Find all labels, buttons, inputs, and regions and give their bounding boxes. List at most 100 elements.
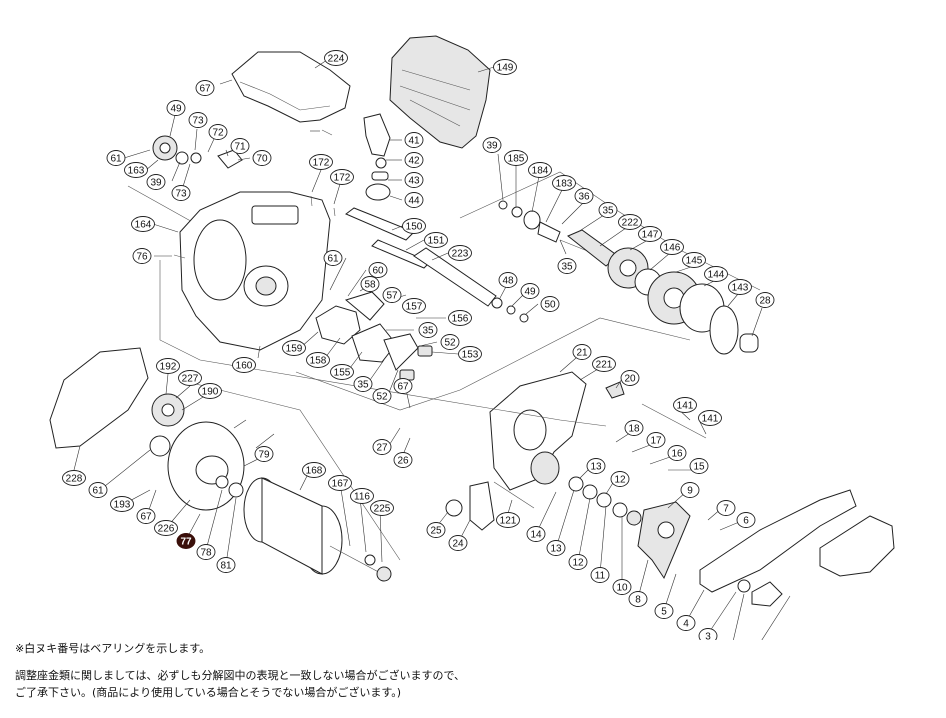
part-label-bubble <box>682 252 706 268</box>
part-label-bubble <box>323 250 343 266</box>
part-number: 13 <box>590 462 602 473</box>
part-label-9: 9 <box>680 482 700 498</box>
part-label-bubble <box>368 262 388 278</box>
part-number: 43 <box>408 176 420 187</box>
part-number: 39 <box>150 178 162 189</box>
part-label-36: 36 <box>574 188 594 204</box>
part-label-185: 185 <box>504 150 528 166</box>
part-label-48: 48 <box>498 272 518 288</box>
part-label-167: 167 <box>328 475 352 491</box>
part-label-121: 121 <box>496 512 520 528</box>
part-number: 225 <box>374 504 391 515</box>
part-number: 221 <box>596 360 613 371</box>
part-label-116: 116 <box>350 488 374 504</box>
part-label-222: 222 <box>618 214 642 230</box>
part-label-bubble <box>676 615 696 631</box>
part-label-bubble <box>131 216 155 232</box>
part-number: 141 <box>702 414 719 425</box>
part-number: 149 <box>497 63 514 74</box>
part-label-bubble <box>230 138 250 154</box>
part-label-bubble <box>448 245 472 261</box>
part-label-39: 39 <box>146 174 166 190</box>
part-number: 67 <box>199 84 211 95</box>
part-label-226: 226 <box>154 520 178 536</box>
part-number: 145 <box>686 256 703 267</box>
part-label-bubble <box>350 488 374 504</box>
part-number: 185 <box>508 154 525 165</box>
part-label-3: 3 <box>698 628 718 641</box>
part-label-4: 4 <box>676 615 696 631</box>
part-label-58: 58 <box>360 276 380 292</box>
part-label-bubble <box>755 292 775 308</box>
part-label-190: 190 <box>198 383 222 399</box>
part-number: 58 <box>364 280 376 291</box>
part-label-61: 61 <box>88 482 108 498</box>
part-number: 35 <box>561 262 573 273</box>
part-label-bubble <box>590 567 610 583</box>
part-number: 144 <box>708 270 725 281</box>
shim-note-line-1: 調整座金類に関しましては、必ずしも分解図中の表現と一致しない場合がございますので… <box>15 669 466 682</box>
part-label-bubble <box>393 452 413 468</box>
part-label-bubble <box>254 446 274 462</box>
part-label-144: 144 <box>704 266 728 282</box>
part-label-bubble <box>324 50 348 66</box>
part-label-77: 77 <box>176 533 196 549</box>
part-label-223: 223 <box>448 245 472 261</box>
part-label-12: 12 <box>610 471 630 487</box>
part-label-bubble <box>146 174 166 190</box>
part-label-49: 49 <box>166 100 186 116</box>
part-label-bubble <box>568 554 588 570</box>
part-number: 61 <box>110 154 122 165</box>
part-label-52: 52 <box>372 388 392 404</box>
part-label-10: 10 <box>612 579 632 595</box>
part-label-bubble <box>704 266 728 282</box>
part-number: 6 <box>743 516 749 527</box>
part-label-156: 156 <box>448 310 472 326</box>
part-label-bubble <box>404 152 424 168</box>
part-number: 77 <box>180 537 192 548</box>
part-label-bubble <box>166 100 186 116</box>
part-label-bubble <box>680 482 700 498</box>
part-label-159: 159 <box>282 340 306 356</box>
part-label-168: 168 <box>302 462 326 478</box>
part-label-76: 76 <box>132 248 152 264</box>
part-label-67: 67 <box>393 378 413 394</box>
part-label-141: 141 <box>673 397 697 413</box>
part-label-61: 61 <box>323 250 343 266</box>
part-label-bubble <box>628 591 648 607</box>
part-label-227: 227 <box>178 370 202 386</box>
part-number: 11 <box>595 571 606 582</box>
part-label-158: 158 <box>306 352 330 368</box>
part-label-13: 13 <box>586 458 606 474</box>
part-number: 60 <box>372 266 384 277</box>
part-label-145: 145 <box>682 252 706 268</box>
part-number: 35 <box>602 206 614 217</box>
part-number: 190 <box>202 387 219 398</box>
part-number: 184 <box>532 166 549 177</box>
part-number: 25 <box>430 526 442 537</box>
part-label-41: 41 <box>404 132 424 148</box>
part-number: 42 <box>408 156 420 167</box>
part-label-bubble <box>689 458 709 474</box>
part-label-7: 7 <box>716 500 736 516</box>
part-label-bubble <box>528 162 552 178</box>
part-number: 3 <box>705 632 711 641</box>
part-label-bubble <box>458 346 482 362</box>
part-number: 14 <box>530 530 542 541</box>
part-label-bubble <box>171 185 191 201</box>
part-label-146: 146 <box>660 239 684 255</box>
part-number: 5 <box>661 607 667 618</box>
part-label-67: 67 <box>136 508 156 524</box>
part-number: 61 <box>327 254 339 265</box>
part-number: 153 <box>462 350 479 361</box>
part-label-67: 67 <box>195 80 215 96</box>
part-number: 143 <box>732 283 749 294</box>
part-label-bubble <box>382 287 402 303</box>
exploded-view-diagram: 2241496741424344497372717061163397317217… <box>49 35 895 641</box>
part-number-labels: 2241496741424344497372717061163397317217… <box>62 50 775 641</box>
part-label-11: 11 <box>590 567 610 583</box>
part-number: 18 <box>628 424 640 435</box>
part-label-163: 163 <box>124 162 148 178</box>
part-label-bubble <box>610 471 630 487</box>
